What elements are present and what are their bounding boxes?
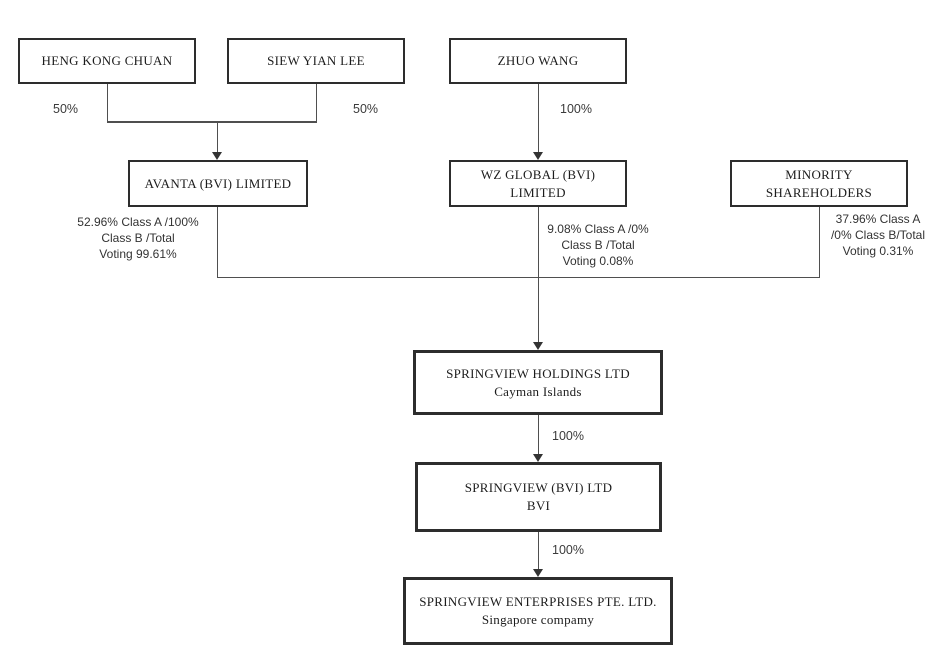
edge-holdings-to-bvi-line <box>537 415 539 454</box>
edge-siew-down-line <box>315 84 317 122</box>
edge-avanta-down-line <box>216 207 218 278</box>
ownership-note-minority: 37.96% Class A /0% Class B/Total Voting … <box>830 212 926 258</box>
node-siew-yian-lee: SIEW YIAN LEE <box>227 38 405 84</box>
ownership-note-avanta: 52.96% Class A /100% Class B /Total Voti… <box>77 215 199 261</box>
edge-zhuo-to-wz-line <box>537 84 539 152</box>
edge-to-avanta-line <box>216 121 218 152</box>
node-heng-kong-chuan: HENG KONG CHUAN <box>18 38 196 84</box>
node-springview-holdings: SPRINGVIEW HOLDINGS LTD Cayman Islands <box>413 350 663 415</box>
arrow-down-icon <box>533 454 543 462</box>
edge-join-heng-siew-line <box>106 121 317 123</box>
arrow-down-icon <box>212 152 222 160</box>
node-zhuo-wang: ZHUO WANG <box>449 38 627 84</box>
ownership-pct-label: 100% <box>552 429 584 443</box>
edge-heng-down-line <box>106 84 108 122</box>
node-springview-enterprises: SPRINGVIEW ENTERPRISES PTE. LTD. Singapo… <box>403 577 673 645</box>
node-springview-bvi: SPRINGVIEW (BVI) LTD BVI <box>415 462 662 532</box>
edge-to-holdings-line <box>537 207 539 342</box>
ownership-pct-label: 50% <box>53 102 79 116</box>
edge-bvi-to-enterprises-line <box>537 532 539 569</box>
node-avanta-bvi-limited: AVANTA (BVI) LIMITED <box>128 160 308 207</box>
ownership-pct-label: 100% <box>560 102 592 116</box>
ownership-note-wz: 9.08% Class A /0% Class B /Total Voting … <box>547 222 649 268</box>
ownership-pct-label: 100% <box>552 543 584 557</box>
arrow-down-icon <box>533 152 543 160</box>
node-wz-global-bvi-limited: WZ GLOBAL (BVI) LIMITED <box>449 160 627 207</box>
arrow-down-icon <box>533 569 543 577</box>
ownership-pct-label: 50% <box>353 102 379 116</box>
node-minority-shareholders: MINORITY SHAREHOLDERS <box>730 160 908 207</box>
arrow-down-icon <box>533 342 543 350</box>
edge-join-shareholders-line <box>216 276 820 278</box>
edge-minority-down-line <box>818 207 820 278</box>
